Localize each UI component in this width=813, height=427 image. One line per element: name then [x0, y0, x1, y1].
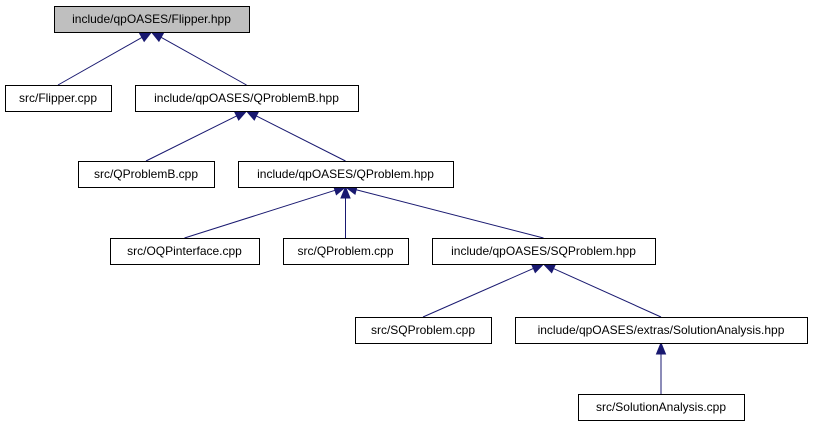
node-label: src/QProblem.cpp [297, 244, 393, 258]
node-box[interactable] [283, 238, 409, 265]
edge-flipper_cpp-to-flipper_hpp [57, 31, 153, 86]
node-qproblem-cpp[interactable]: src/QProblem.cpp [283, 238, 409, 265]
node-box[interactable] [515, 317, 808, 344]
edge-line [145, 115, 237, 162]
arrowhead-icon [655, 341, 667, 355]
edge-sqproblem_cpp-to-sqproblem_hpp [422, 263, 545, 318]
node-box[interactable] [578, 394, 745, 421]
edge-qproblemb_cpp-to-qproblemb_hpp [145, 110, 248, 162]
edge-line [256, 115, 346, 162]
edge-sqproblem_hpp-to-qproblem_hpp [344, 184, 544, 239]
node-sqproblem-hpp[interactable]: include/qpOASES/SQProblem.hpp [432, 238, 656, 265]
node-solutionanalysis-hpp[interactable]: include/qpOASES/extras/SolutionAnalysis.… [515, 317, 808, 344]
node-label: include/qpOASES/Flipper.hpp [72, 12, 231, 26]
node-box[interactable] [54, 6, 250, 33]
node-label: src/QProblemB.cpp [94, 167, 198, 181]
edge-line [356, 189, 544, 239]
arrowhead-icon [138, 31, 153, 43]
arrowhead-icon [530, 263, 545, 274]
node-label: src/SolutionAnalysis.cpp [596, 400, 726, 414]
edges-layer [57, 31, 667, 394]
edge-oqpinterface_cpp-to-qproblem_hpp [184, 185, 347, 239]
node-flipper-cpp[interactable]: src/Flipper.cpp [5, 85, 112, 112]
arrowhead-icon [150, 31, 165, 43]
edge-line [57, 36, 143, 86]
edge-qproblemb_hpp-to-flipper_hpp [150, 31, 247, 86]
node-label: include/qpOASES/SQProblem.hpp [451, 244, 636, 258]
node-label: src/Flipper.cpp [19, 91, 97, 105]
arrowhead-icon [542, 263, 557, 274]
node-box[interactable] [5, 85, 112, 112]
edge-solutionanalysis_hpp-to-sqproblem_hpp [542, 263, 662, 318]
edge-line [184, 189, 336, 239]
node-label: include/qpOASES/QProblem.hpp [257, 167, 434, 181]
edge-qproblem_cpp-to-qproblem_hpp [340, 185, 351, 238]
node-sqproblem-cpp[interactable]: src/SQProblem.cpp [355, 317, 492, 344]
edge-qproblem_hpp-to-qproblemb_hpp [245, 110, 346, 162]
arrowhead-icon [340, 185, 351, 199]
node-box[interactable] [110, 238, 260, 265]
node-flipper-hpp[interactable]: include/qpOASES/Flipper.hpp [54, 6, 250, 33]
edge-line [553, 268, 662, 318]
node-solutionanalysis-cpp[interactable]: src/SolutionAnalysis.cpp [578, 394, 745, 421]
node-box[interactable] [135, 85, 359, 112]
node-qproblemb-cpp[interactable]: src/QProblemB.cpp [78, 161, 215, 188]
node-label: include/qpOASES/extras/SolutionAnalysis.… [538, 323, 785, 337]
node-label: src/OQPinterface.cpp [127, 244, 242, 258]
edge-line [160, 36, 247, 86]
arrowhead-icon [233, 110, 248, 121]
edge-solutionanalysis_cpp-to-solutionanalysis_hpp [655, 341, 667, 394]
node-label: include/qpOASES/QProblemB.hpp [154, 91, 339, 105]
nodes-layer: include/qpOASES/Flipper.hpp src/Flipper.c… [5, 6, 808, 421]
arrowhead-icon [245, 110, 260, 121]
edge-line [422, 267, 534, 318]
node-box[interactable] [238, 161, 454, 188]
node-box[interactable] [432, 238, 656, 265]
node-oqpinterface-cpp[interactable]: src/OQPinterface.cpp [110, 238, 260, 265]
node-box[interactable] [78, 161, 215, 188]
node-label: src/SQProblem.cpp [371, 323, 475, 337]
node-qproblem-hpp[interactable]: include/qpOASES/QProblem.hpp [238, 161, 454, 188]
node-box[interactable] [355, 317, 492, 344]
node-qproblemb-hpp[interactable]: include/qpOASES/QProblemB.hpp [135, 85, 359, 112]
